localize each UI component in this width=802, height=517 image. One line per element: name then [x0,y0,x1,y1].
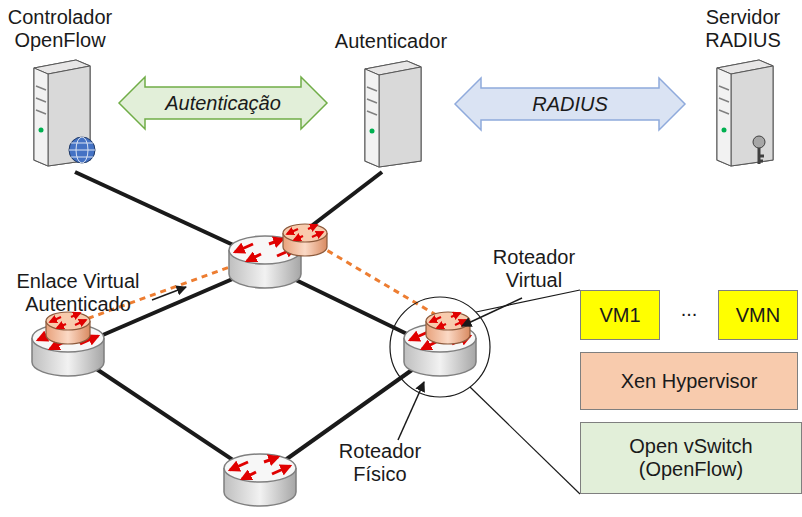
node-text: Controlador OpenFlow [4,6,116,52]
ellipsis-label: ... [660,298,718,321]
double-arrow-connector [455,78,685,130]
server-icon [355,57,427,169]
node-text: Servidor RADIUS [688,6,798,52]
vm-box: VMN [718,290,798,340]
double-arrow-connector [119,77,327,129]
server-icon [707,56,779,168]
node-text: Open vSwitch (OpenFlow) [585,435,797,481]
physical-router-label: Roteador Físico [322,440,438,486]
zoom-leaders [470,290,580,494]
virtual-link-label: Enlace Virtual Autenticado [2,270,154,316]
label-leaders [152,287,522,440]
node-text: Autenticador [335,30,447,53]
connector-label: RADIUS [532,93,608,116]
openflow-switch-box: Open vSwitch (OpenFlow) [580,422,802,494]
radius-server: Servidor RADIUS [688,6,798,172]
openflow-controller: Controlador OpenFlow [4,6,116,172]
virtual-router-label: Roteador Virtual [474,246,594,292]
server-illustration [707,56,779,172]
node-text: Xen Hypervisor [621,370,758,393]
server-illustration [24,56,96,172]
server-illustration [355,57,427,173]
physical-links [68,172,440,478]
authenticator-server: Autenticador [330,30,452,173]
node-text: VMN [736,304,780,327]
node-text: VM1 [599,304,640,327]
hypervisor-box: Xen Hypervisor [580,352,798,410]
connector-label: Autenticação [165,92,281,115]
server-icon [24,56,96,168]
vm-box: VM1 [580,290,660,340]
